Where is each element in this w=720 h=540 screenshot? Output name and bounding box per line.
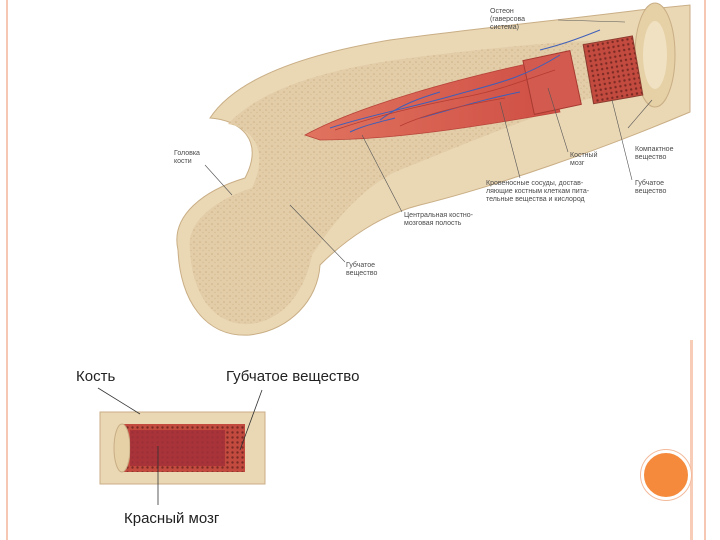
label-femoral-head: Головка кости — [174, 150, 200, 166]
label-bone: Кость — [76, 368, 115, 385]
decorative-orange-circle — [641, 450, 691, 500]
label-spongy-right: Губчатое вещество — [635, 180, 666, 196]
label-compact-substance: Компактное вещество — [635, 146, 673, 162]
label-spongy-substance: Губчатое вещество — [226, 368, 359, 385]
label-central-cavity: Центральная костно- мозговая полость — [404, 212, 473, 228]
label-bone-marrow: Костный мозг — [570, 152, 597, 168]
label-osteon: Остеон (гаверсова система) — [490, 8, 525, 32]
spongy-block — [583, 36, 643, 104]
label-red-marrow: Красный мозг — [124, 510, 219, 527]
small-bone-illustration — [100, 412, 265, 484]
label-blood-vessels: Кровеносные сосуды, достав- ляющие костн… — [486, 180, 589, 204]
label-spongy-bottom: Губчатое вещество — [346, 262, 377, 278]
